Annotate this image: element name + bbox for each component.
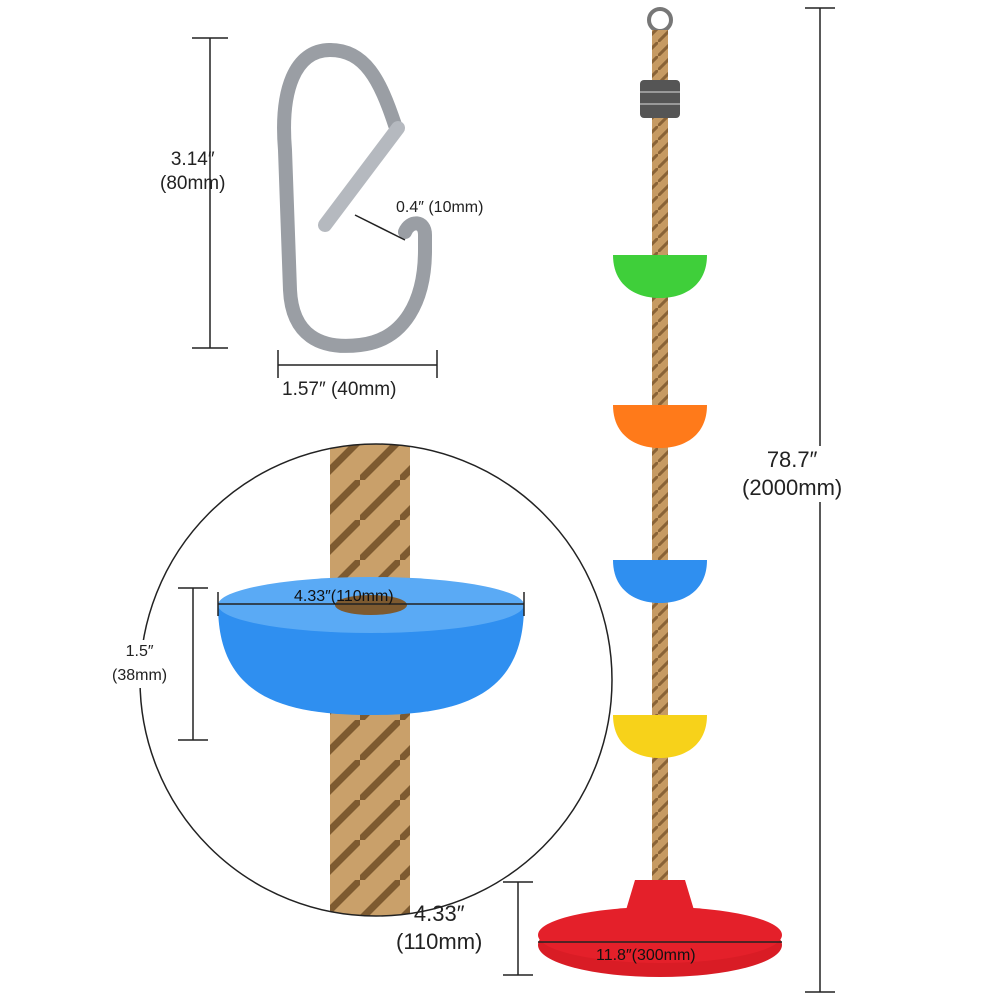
yellow-disc (613, 715, 707, 758)
base-height-in: 4.33″ (413, 901, 465, 926)
detail-disc-height-mm: (38mm) (112, 667, 168, 684)
carabiner-height-mm: (80mm) (160, 173, 226, 194)
detail-disc-height-label: 1.5″ (38mm) (112, 640, 168, 688)
carabiner-height-label: 3.14″ (80mm) (160, 148, 225, 196)
base-height-label: 4.33″ (110mm) (396, 900, 482, 956)
carabiner-dimension-lines (192, 37, 438, 378)
detail-dimension-lines (178, 587, 525, 741)
carabiner-hook (277, 43, 432, 353)
red-base-disc (538, 880, 782, 977)
blue-disc (613, 560, 707, 603)
rope-length-mm: (2000mm) (742, 475, 843, 500)
climbing-rope (640, 7, 680, 880)
base-height-mm: (110mm) (396, 929, 483, 954)
orange-disc (613, 405, 707, 448)
carabiner-gate-label: 0.4″ (10mm) (396, 199, 484, 216)
base-diameter-label: 11.8″(300mm) (596, 947, 696, 964)
carabiner-width-label: 1.57″ (40mm) (282, 379, 397, 400)
detail-disc-height-in: 1.5″ (125, 643, 154, 660)
rope-length-label: 78.7″ (2000mm) (742, 446, 843, 502)
detail-zoom-circle (139, 443, 613, 917)
detail-disc-diameter-label: 4.33″(110mm) (294, 588, 394, 605)
carabiner-height-in: 3.14″ (170, 149, 215, 170)
rope-length-in: 78.7″ (766, 447, 818, 472)
green-disc (613, 255, 707, 298)
